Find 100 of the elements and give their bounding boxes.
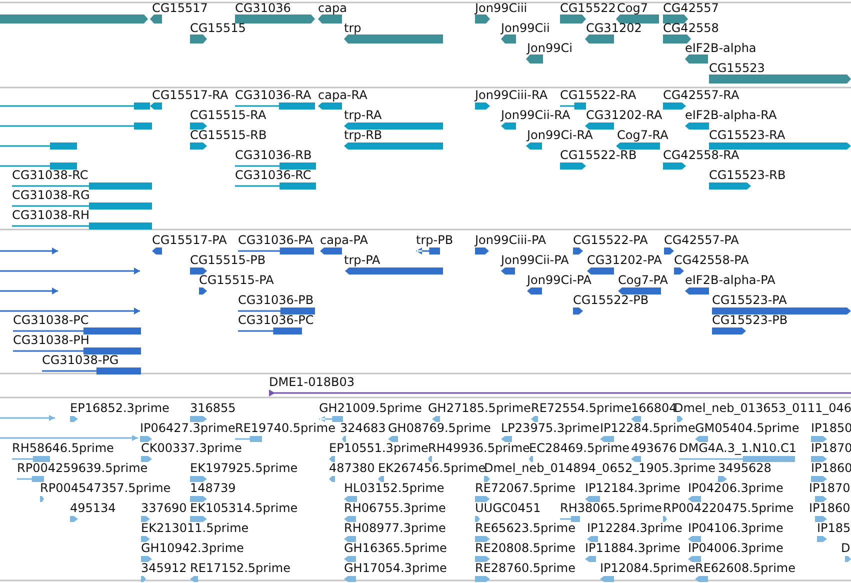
protein-label: Jon99Ciii-PA (475, 233, 546, 247)
protein-label: trp-PA (344, 253, 380, 267)
transcript-label: CG31202-RA (586, 108, 662, 122)
transcript-label: CG31038-RG (12, 188, 90, 202)
protein-label: CG15522-PA (573, 233, 648, 247)
gene-label: CG15515 (190, 21, 246, 35)
est-label: IP11884.3prime (585, 541, 680, 555)
est-label: RP004220475.5prime (663, 501, 794, 515)
protein-label: Jon99Ci-PA (527, 273, 592, 287)
gene-label: Jon99Ciii (475, 1, 528, 15)
transcript-label: CG15523-RB (709, 168, 786, 182)
protein-label: trp-PB (416, 233, 454, 247)
est-label: D (841, 541, 850, 555)
est-label: RP004547357.5prime (40, 481, 171, 495)
transcript-label: CG15515-RA (190, 108, 266, 122)
protein-label: CG42558-PA (674, 253, 749, 267)
est-label: 316855 (190, 401, 236, 415)
clone-label: DME1-018B03 (269, 375, 355, 389)
est-label: IP12284.3prime (587, 521, 682, 535)
est-label: RH58646.5prime (12, 441, 114, 455)
est-label: IP04006.3prime (688, 541, 784, 555)
gene-label: CG15523 (709, 61, 765, 75)
est-label: RH08977.3prime (344, 521, 446, 535)
transcript-label: CG15523-RA (709, 128, 786, 142)
est-label: RE65623.5prime (475, 521, 576, 535)
transcript-label: capa-RA (318, 88, 368, 102)
est-label: 345912 (141, 561, 187, 575)
est-label: GM05404.5prime (695, 421, 800, 435)
est-label: 495134 (70, 501, 116, 515)
est-label: IP1870 (809, 481, 850, 495)
est-label: 3495628 (718, 461, 772, 475)
gene-label: CG42558 (663, 21, 719, 35)
protein-label: CG15517-PA (152, 233, 227, 247)
est-label: EC28469.5prime (529, 441, 630, 455)
protein-label: CG31036-PB (238, 293, 314, 307)
est-label: LP23975.3prime (501, 421, 600, 435)
est-label: GH17054.3prime (344, 561, 447, 575)
protein-label: CG31036-PA (238, 233, 313, 247)
est-label: RP004259639.5prime (17, 461, 148, 475)
transcript-label: CG42557-RA (663, 88, 740, 102)
est-label: RH38065.5prime (560, 501, 662, 515)
est-label: IP06427.3prime (140, 421, 236, 435)
est-label: RE28760.5prime (475, 561, 576, 575)
est-label: 148739 (190, 481, 236, 495)
gene-label: CG42557 (663, 1, 719, 15)
protein-label: Cog7-PA (618, 273, 668, 287)
est-label: 166804 (631, 401, 677, 415)
est-label: IP12284.5prime (600, 421, 696, 435)
transcript-label: Jon99Ci-RA (527, 128, 593, 142)
transcript-label: CG15522-RB (560, 148, 637, 162)
transcript-label: Cog7-RA (617, 128, 668, 142)
est-label: 324683 (340, 421, 386, 435)
protein-label: CG15515-PB (190, 253, 266, 267)
est-label: EK267456.5prime (378, 461, 486, 475)
transcript-label: CG31036-RC (235, 168, 312, 182)
protein-label: eIF2B-alpha-PA (685, 273, 776, 287)
est-label: IP12184.3prime (585, 481, 680, 495)
est-label: IP12084.5prime (600, 561, 696, 575)
transcript-label: Jon99Ciii-RA (475, 88, 548, 102)
protein-label: CG15523-PB (712, 313, 788, 327)
gene-label: CG15522 (560, 1, 616, 15)
est-label: DMG4A.3_1.N10.C1 (679, 441, 796, 455)
est-label: IP185 (817, 521, 851, 535)
transcript-label: trp-RA (344, 108, 382, 122)
est-label: IP04206.3prime (688, 481, 784, 495)
gene-label: Jon99Cii (501, 21, 550, 35)
est-label: EK105314.5prime (190, 501, 298, 515)
protein-label: CG31038-PC (13, 313, 89, 327)
transcript-label: CG31038-RC (12, 168, 88, 182)
protein-label: capa-PA (320, 233, 368, 247)
est-label: EK197925.5prime (190, 461, 298, 475)
protein-label: Jon99Cii-PA (501, 253, 569, 267)
transcript-label: CG42558-RA (663, 148, 740, 162)
protein-label: CG31036-PC (238, 313, 314, 327)
est-label: RE72554.5prime (531, 401, 632, 415)
est-label: RE20808.5prime (475, 541, 576, 555)
gene-label: trp (344, 21, 362, 35)
est-label: CK00337.3prime (141, 441, 242, 455)
est-label: 487380 (329, 461, 375, 475)
est-label: RE19740.5prime (235, 421, 336, 435)
est-label: RH06755.3prime (344, 501, 446, 515)
transcript-label: Jon99Cii-RA (501, 108, 570, 122)
protein-label: CG15523-PA (712, 293, 787, 307)
transcript-label: CG31036-RB (235, 148, 312, 162)
est-label: RH49936.5prime (428, 441, 530, 455)
est-label: EP10551.3prime (329, 441, 428, 455)
gene-label: Jon99Ci (527, 41, 572, 55)
transcript-label: CG31038-RH (12, 208, 90, 222)
transcript-label: CG15517-RA (152, 88, 228, 102)
transcript-label: trp-RB (344, 128, 382, 142)
protein-label: CG31202-PA (587, 253, 662, 267)
protein-label: CG31038-PH (13, 333, 90, 347)
est-label: 493676 (631, 441, 677, 455)
transcript-label: CG15515-RB (190, 128, 267, 142)
est-label: EK213011.5prime (141, 521, 249, 535)
est-label: GH08769.5prime (388, 421, 491, 435)
est-label: RE72067.5prime (475, 481, 576, 495)
est-label: EP16852.3prime (70, 401, 170, 415)
gene-label: Cog7 (617, 1, 648, 15)
est-label: RE17152.5prime (190, 561, 290, 575)
